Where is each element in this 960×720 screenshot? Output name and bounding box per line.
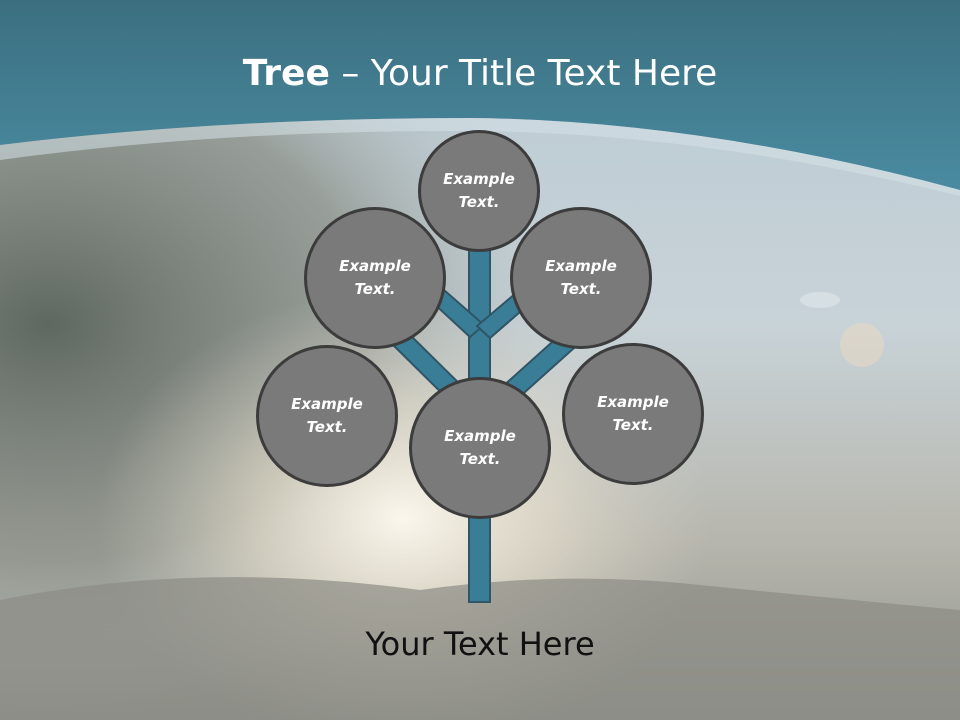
tree-node-label: Example Text. — [339, 257, 411, 298]
tree-node-label: Example Text. — [545, 257, 617, 298]
title-text: Your Title Text Here — [370, 53, 718, 94]
tree-node-lower-right: Example Text. — [562, 343, 704, 485]
title-separator: – — [329, 53, 371, 94]
title-bold: Tree — [242, 53, 330, 94]
tree-node-lower-left: Example Text. — [256, 345, 398, 487]
tree-node-label: Example Text. — [444, 427, 516, 468]
tree-node-label: Example Text. — [291, 395, 363, 436]
tree-node-upper-right: Example Text. — [510, 207, 652, 349]
tree-node-upper-left: Example Text. — [304, 207, 446, 349]
tree-node-top: Example Text. — [418, 130, 540, 252]
tree-node-label: Example Text. — [597, 393, 669, 434]
slide-title: Tree – Your Title Text Here — [0, 52, 960, 96]
caption-text: Your Text Here — [365, 625, 595, 663]
tree-node-label: Example Text. — [443, 170, 515, 211]
tree-node-center: Example Text. — [409, 377, 551, 519]
